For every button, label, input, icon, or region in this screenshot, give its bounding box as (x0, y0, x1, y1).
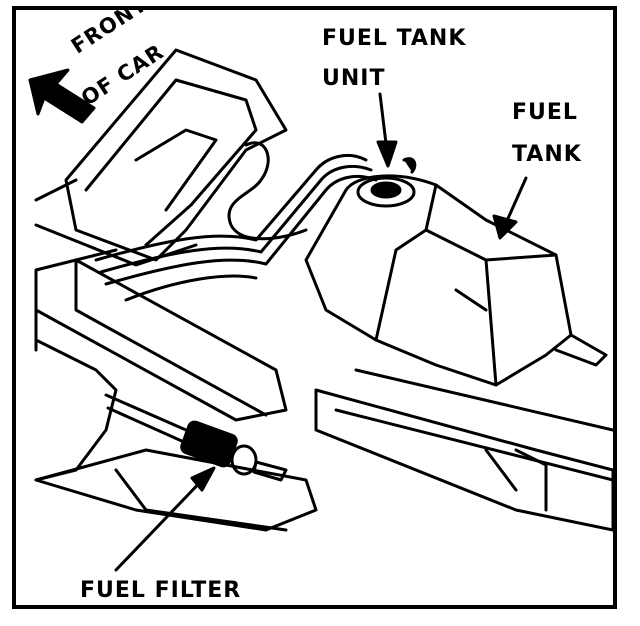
fuel-lines (94, 154, 378, 302)
fuel-tank-label-line2: TANK (512, 142, 582, 167)
fuel-filter (104, 393, 288, 482)
fuel-filter-pointer (114, 472, 210, 572)
rocker-sill (314, 388, 613, 532)
lower-floor-panel (34, 448, 318, 532)
floor-pan-panel (64, 48, 288, 262)
fuel-system-illustration (28, 48, 613, 572)
fuel-filter-label: FUEL FILTER (80, 578, 242, 603)
front-of-car-arrow (28, 68, 96, 124)
frame-rail (34, 258, 288, 422)
fuel-tank-unit-label-line1: FUEL TANK (322, 26, 467, 51)
fuel-tank (304, 174, 573, 387)
fuel-tank-label-line1: FUEL (512, 100, 578, 125)
fuel-tank-unit-label-line2: UNIT (322, 66, 386, 91)
fuel-tank-unit (356, 157, 417, 208)
diagram-frame: FRONT OF CAR FUEL TANK UNIT FUEL TANK FU… (12, 6, 617, 609)
